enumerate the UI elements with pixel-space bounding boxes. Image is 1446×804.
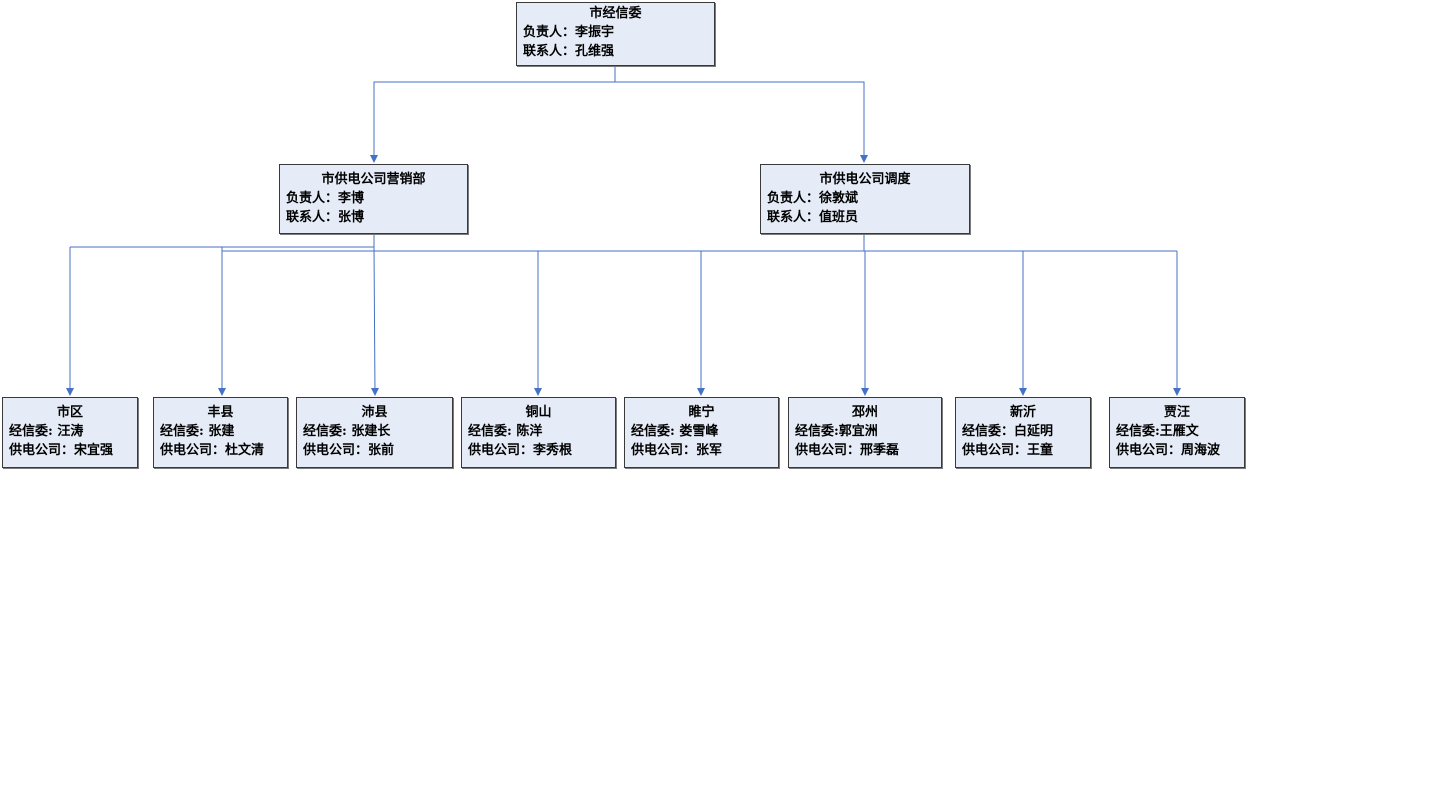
node-root-title: 市经信委 (589, 6, 642, 21)
node-district: 铜山 经信委: 陈洋 供电公司：李秀根 (461, 397, 616, 468)
node-district-power: 供电公司：张前 (303, 443, 395, 458)
node-branch-title: 市供电公司调度 (819, 172, 911, 187)
node-district: 新沂 经信委：白延明 供电公司：王童 (955, 397, 1091, 468)
node-district-title: 丰县 (207, 405, 234, 420)
node-district-power: 供电公司：李秀根 (468, 443, 573, 458)
node-district: 贾汪 经信委:王雁文 供电公司：周海波 (1109, 397, 1245, 468)
node-root: 市经信委 负责人：李振宇 联系人：孔维强 (516, 2, 715, 66)
node-district-power: 供电公司：周海波 (1116, 443, 1221, 458)
node-district-commission: 经信委: 陈洋 (468, 424, 543, 439)
node-district-commission: 经信委: 娄雪峰 (631, 424, 719, 439)
node-district: 沛县 经信委: 张建长 供电公司：张前 (296, 397, 453, 468)
node-district-commission: 经信委: 张建长 (303, 424, 391, 439)
node-district: 丰县 经信委: 张建 供电公司：杜文清 (153, 397, 288, 468)
node-district-title: 沛县 (361, 405, 388, 420)
node-district-title: 邳州 (851, 405, 878, 420)
node-district-commission: 经信委:郭宜洲 (795, 424, 878, 439)
node-district: 邳州 经信委:郭宜洲 供电公司：邢季磊 (788, 397, 942, 468)
node-district-commission: 经信委:王雁文 (1116, 424, 1199, 439)
connector-marketing-bus (70, 234, 375, 248)
connector-root-to-marketing (370, 66, 616, 163)
node-district-power: 供电公司：王童 (962, 443, 1054, 458)
node-district-power: 供电公司：宋宜强 (9, 443, 114, 458)
node-district-power: 供电公司：杜文清 (160, 443, 265, 458)
connector-to-district-2 (371, 246, 379, 396)
node-branch-title: 市供电公司营销部 (321, 172, 426, 187)
node-district-title: 铜山 (525, 405, 552, 420)
node-branch-manager: 负责人：徐敦斌 (767, 191, 859, 206)
connector-root-to-dispatch (615, 81, 868, 163)
node-district-title: 新沂 (1009, 405, 1036, 420)
connector-dispatch-bus (222, 234, 1177, 252)
node-branch-manager: 负责人：李博 (286, 191, 365, 206)
node-district-power: 供电公司：张军 (631, 443, 723, 458)
node-district-commission: 经信委: 汪涛 (9, 424, 84, 439)
node-district-commission: 经信委：白延明 (962, 424, 1054, 439)
node-district-power: 供电公司：邢季磊 (795, 443, 900, 458)
node-root-contact: 联系人：孔维强 (523, 44, 615, 59)
node-district: 市区 经信委: 汪涛 供电公司：宋宜强 (2, 397, 138, 468)
node-branch-contact: 联系人：值班员 (767, 210, 859, 225)
node-district-title: 贾汪 (1163, 405, 1190, 420)
node-district-title: 睢宁 (688, 405, 715, 420)
node-district-title: 市区 (56, 405, 83, 420)
node-district-commission: 经信委: 张建 (160, 424, 235, 439)
node-branch-marketing: 市供电公司营销部 负责人：李博 联系人：张博 (279, 164, 468, 234)
node-branch-contact: 联系人：张博 (286, 210, 365, 225)
node-root-manager: 负责人：李振宇 (523, 25, 615, 40)
node-district: 睢宁 经信委: 娄雪峰 供电公司：张军 (624, 397, 779, 468)
node-branch-dispatch: 市供电公司调度 负责人：徐敦斌 联系人：值班员 (760, 164, 970, 234)
